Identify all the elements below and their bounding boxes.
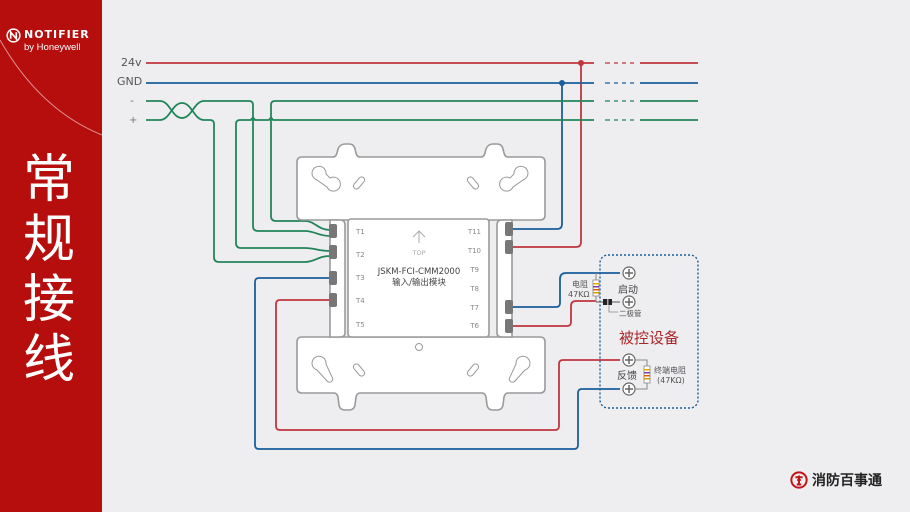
terminal-screw-t4 <box>329 293 337 307</box>
wire-t6-start <box>512 300 596 327</box>
module-model: JSKM-FCI-CMM2000 <box>377 267 461 277</box>
terminal-screw-t3 <box>329 271 337 285</box>
bus-label-minus: - <box>130 94 134 107</box>
eol-value: (47KΩ) <box>657 376 685 385</box>
terminal-label-t8: T8 <box>469 285 479 293</box>
terminal-screw-t1 <box>329 224 337 238</box>
start-label: 启动 <box>618 283 638 296</box>
mounting-plate-bottom <box>296 336 546 411</box>
terminal-label-t11: T11 <box>467 228 481 236</box>
terminal-label-t4: T4 <box>355 297 365 305</box>
page-title-char: 常 <box>22 150 75 210</box>
terminal-label-t3: T3 <box>355 274 365 282</box>
resistor-icon <box>592 273 600 302</box>
wire-t4-feedback <box>275 299 620 431</box>
brand-subtitle: by Honeywell <box>24 42 81 53</box>
wire-24v <box>146 62 698 248</box>
diode-label: 二极管 <box>619 308 642 318</box>
resistor-value: 47KΩ <box>568 290 590 299</box>
terminal-screw-t7 <box>505 300 513 314</box>
page-title: 常 规 接 线 <box>14 150 84 390</box>
module-name: 输入/输出模块 <box>392 277 446 288</box>
feedback-terminal-1 <box>622 353 636 367</box>
page-title-char: 线 <box>22 330 75 390</box>
diode-icon <box>596 299 620 313</box>
eol-resistor-icon <box>635 359 651 390</box>
sidebar: NOTIFIER by Honeywell 常 规 接 线 <box>0 0 102 512</box>
feedback-label: 反馈 <box>617 369 637 382</box>
left-terminal-labels: T1 T2 T3 T4 T5 <box>355 228 365 329</box>
terminal-label-t7: T7 <box>469 304 479 312</box>
fire-extinguisher-logo-icon <box>790 471 808 489</box>
brand-name: NOTIFIER <box>24 28 90 41</box>
terminal-label-t5: T5 <box>355 321 365 329</box>
terminal-screw-t6 <box>505 319 513 333</box>
decorative-swoosh <box>0 39 102 136</box>
mounting-plate-top <box>296 143 546 221</box>
eol-label: 终端电阻 <box>654 365 686 375</box>
top-arrow-icon <box>412 230 426 243</box>
footer-logo: 消防百事通 <box>790 470 882 490</box>
screw-terminals-left <box>329 224 337 307</box>
controlled-device-title: 被控设备 <box>619 329 679 347</box>
right-terminal-labels: T11 T10 T9 T8 T7 T6 <box>467 228 481 330</box>
terminal-label-t2: T2 <box>355 251 365 259</box>
module-body <box>347 218 490 338</box>
terminal-label-t6: T6 <box>469 322 479 330</box>
bus-label-plus: + <box>129 115 137 126</box>
controlled-device-box <box>599 254 699 409</box>
notifier-n-icon <box>6 28 21 43</box>
wire-t7-start <box>512 272 620 308</box>
terminal-label-t1: T1 <box>355 228 365 236</box>
terminal-label-t9: T9 <box>469 266 479 274</box>
terminal-screw-t2 <box>329 245 337 259</box>
terminal-screw-t10 <box>505 240 513 254</box>
start-terminal-1 <box>622 266 636 280</box>
terminal-screw-t11 <box>505 222 513 236</box>
footer-brand-text: 消防百事通 <box>812 473 882 489</box>
top-label: TOP <box>411 249 425 257</box>
resistor-label: 电阻 <box>572 279 588 289</box>
junction-gnd <box>559 80 565 86</box>
bus-label-gnd: GND <box>117 75 142 88</box>
wire-loop <box>146 100 698 263</box>
wire-t3-feedback <box>254 277 620 450</box>
terminal-label-t10: T10 <box>467 247 481 255</box>
feedback-terminal-2 <box>622 382 636 396</box>
bus-label-24v: 24v <box>121 56 142 69</box>
page-title-char: 接 <box>22 270 75 330</box>
junction-24v <box>578 60 584 66</box>
screw-terminals-right <box>505 222 513 333</box>
start-terminal-2 <box>622 295 636 309</box>
page-title-char: 规 <box>22 210 75 270</box>
wire-gnd <box>146 82 698 230</box>
